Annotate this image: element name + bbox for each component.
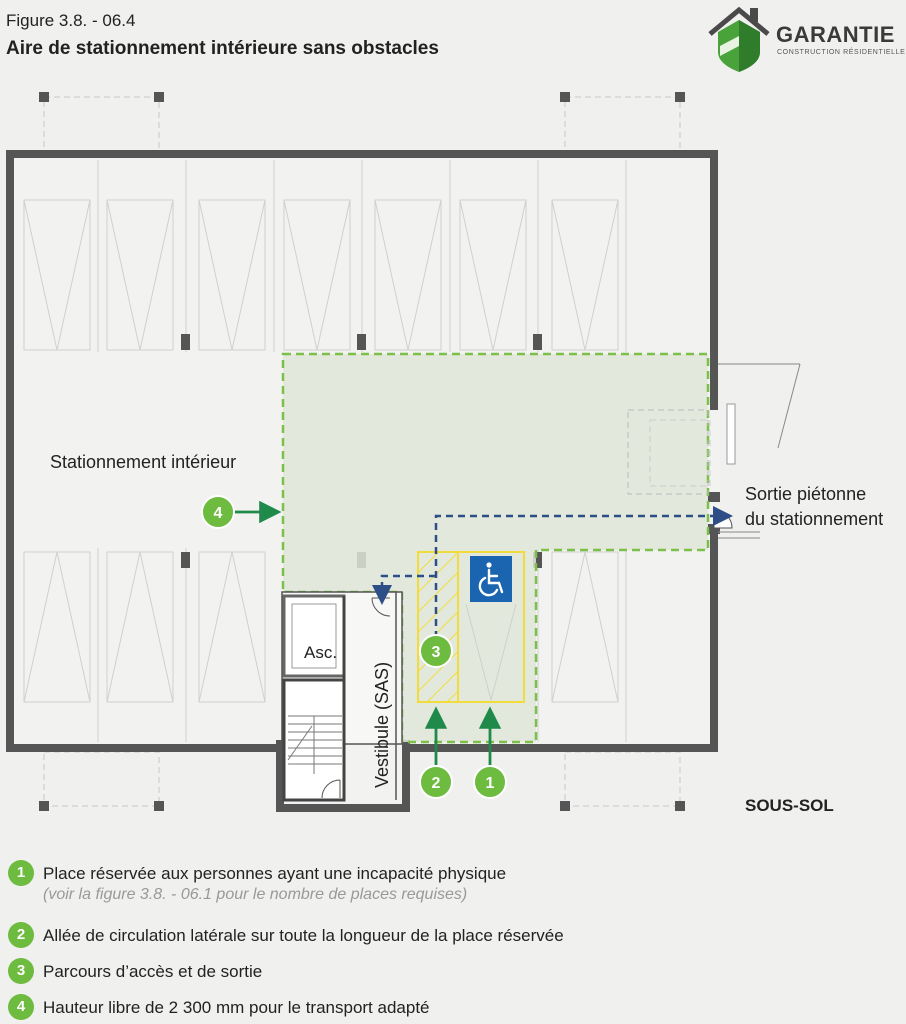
figure-title: Aire de stationnement intérieure sans ob… (6, 38, 439, 59)
svg-text:1: 1 (486, 775, 495, 792)
svg-text:4: 4 (214, 505, 223, 522)
callout-4: 4 (201, 495, 235, 529)
access-route (372, 506, 733, 650)
callout-arrows (234, 500, 502, 766)
exterior-ramp (718, 363, 801, 539)
legend-badge-4: 4 (8, 994, 34, 1020)
logo-wordmark: GARANTIE (776, 22, 895, 47)
svg-text:2: 2 (432, 775, 441, 792)
svg-text:3: 3 (432, 644, 441, 661)
level-label: SOUS-SOL (745, 796, 834, 815)
accessible-stall (417, 551, 525, 703)
circulation-core (281, 591, 403, 802)
drop-off-vehicle-outline (627, 409, 709, 495)
callout-2: 2 (419, 765, 453, 799)
legend-text-3: Parcours d’accès et de sortie (43, 962, 263, 981)
house-shield-logo-icon (708, 6, 770, 72)
elevator-label: Asc. (304, 643, 337, 662)
legend-badge-2: 2 (8, 922, 34, 948)
legend-text-2: Allée de circulation latérale sur toute … (43, 926, 564, 945)
legend-note-1: (voir la figure 3.8. - 06.1 pour le nomb… (43, 886, 468, 903)
legend-badge-1: 1 (8, 860, 34, 886)
logo-subtitle: CONSTRUCTION RÉSIDENTIELLE (777, 49, 906, 56)
floor-plan: 1 2 3 4 Stationnement intérieur Sortie p… (6, 92, 883, 815)
parking-area-label: Stationnement intérieur (50, 452, 236, 472)
figure-number: Figure 3.8. - 06.4 (6, 11, 136, 30)
exit-door-swing (713, 509, 733, 529)
legend-text-4: Hauteur libre de 2 300 mm pour le transp… (43, 998, 430, 1017)
exterior-grid (43, 96, 681, 807)
callout-1: 1 (473, 765, 507, 799)
clear-height-zone (281, 352, 710, 744)
garantie-logo: GARANTIE CONSTRUCTION RÉSIDENTIELLE (706, 2, 906, 76)
legend-badge-3: 3 (8, 958, 34, 984)
exit-label-line2: du stationnement (745, 509, 883, 529)
legend-text-1: Place réservée aux personnes ayant une i… (43, 864, 507, 883)
vestibule-label: Vestibule (SAS) (372, 662, 392, 788)
wheelchair-icon (478, 562, 504, 597)
parking-stalls (23, 160, 627, 742)
callout-3: 3 (419, 634, 453, 668)
exterior-columns (39, 92, 685, 811)
exit-label-line1: Sortie piétonne (745, 484, 866, 504)
